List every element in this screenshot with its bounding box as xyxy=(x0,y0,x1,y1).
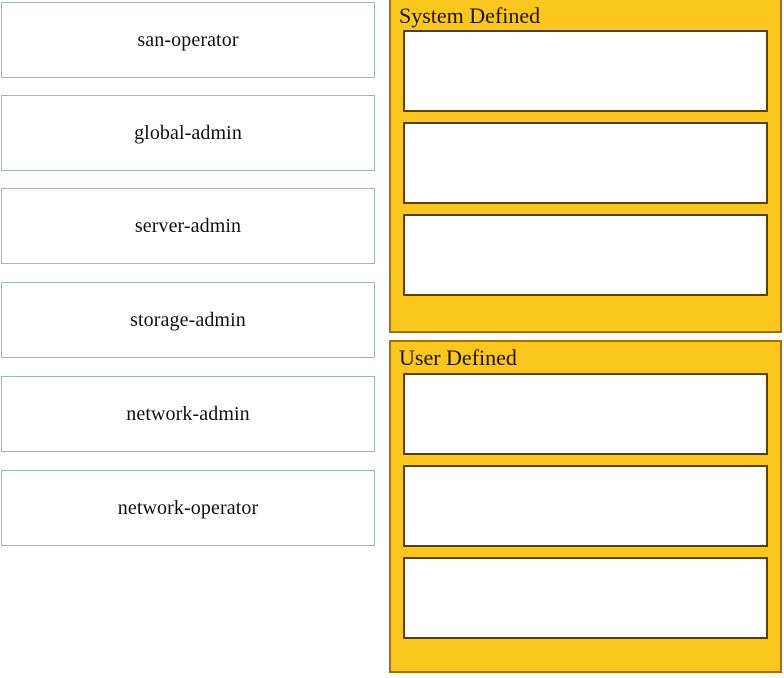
drop-zone-system-1[interactable] xyxy=(403,30,768,112)
category-panel-user-defined: User Defined xyxy=(389,340,782,673)
drag-item-label: global-admin xyxy=(134,122,242,144)
drag-item-san-operator[interactable]: san-operator xyxy=(1,2,375,78)
category-title-user-defined: User Defined xyxy=(399,345,517,370)
drag-item-server-admin[interactable]: server-admin xyxy=(1,188,375,264)
drop-zone-user-3[interactable] xyxy=(403,557,768,639)
drag-item-label: san-operator xyxy=(137,29,239,51)
drop-zone-system-3[interactable] xyxy=(403,214,768,296)
drop-zone-user-1[interactable] xyxy=(403,373,768,455)
drag-item-label: network-operator xyxy=(117,497,259,519)
drag-item-network-operator[interactable]: network-operator xyxy=(1,470,375,546)
category-title-system-defined: System Defined xyxy=(399,3,541,28)
category-panels: System Defined User Defined xyxy=(389,0,784,678)
drop-zone-list-user-defined xyxy=(391,370,780,639)
drag-item-label: server-admin xyxy=(134,215,242,237)
roles-source-list: san-operator global-admin server-admin s… xyxy=(0,0,378,678)
category-panel-system-defined: System Defined xyxy=(389,0,782,333)
drag-item-label: storage-admin xyxy=(130,309,246,331)
drag-item-storage-admin[interactable]: storage-admin xyxy=(1,282,375,358)
drop-zone-list-system-defined xyxy=(391,28,780,296)
drag-item-label: network-admin xyxy=(126,403,250,425)
drop-zone-user-2[interactable] xyxy=(403,465,768,547)
drop-zone-system-2[interactable] xyxy=(403,122,768,204)
drag-item-global-admin[interactable]: global-admin xyxy=(1,95,375,171)
drag-item-network-admin[interactable]: network-admin xyxy=(1,376,375,452)
